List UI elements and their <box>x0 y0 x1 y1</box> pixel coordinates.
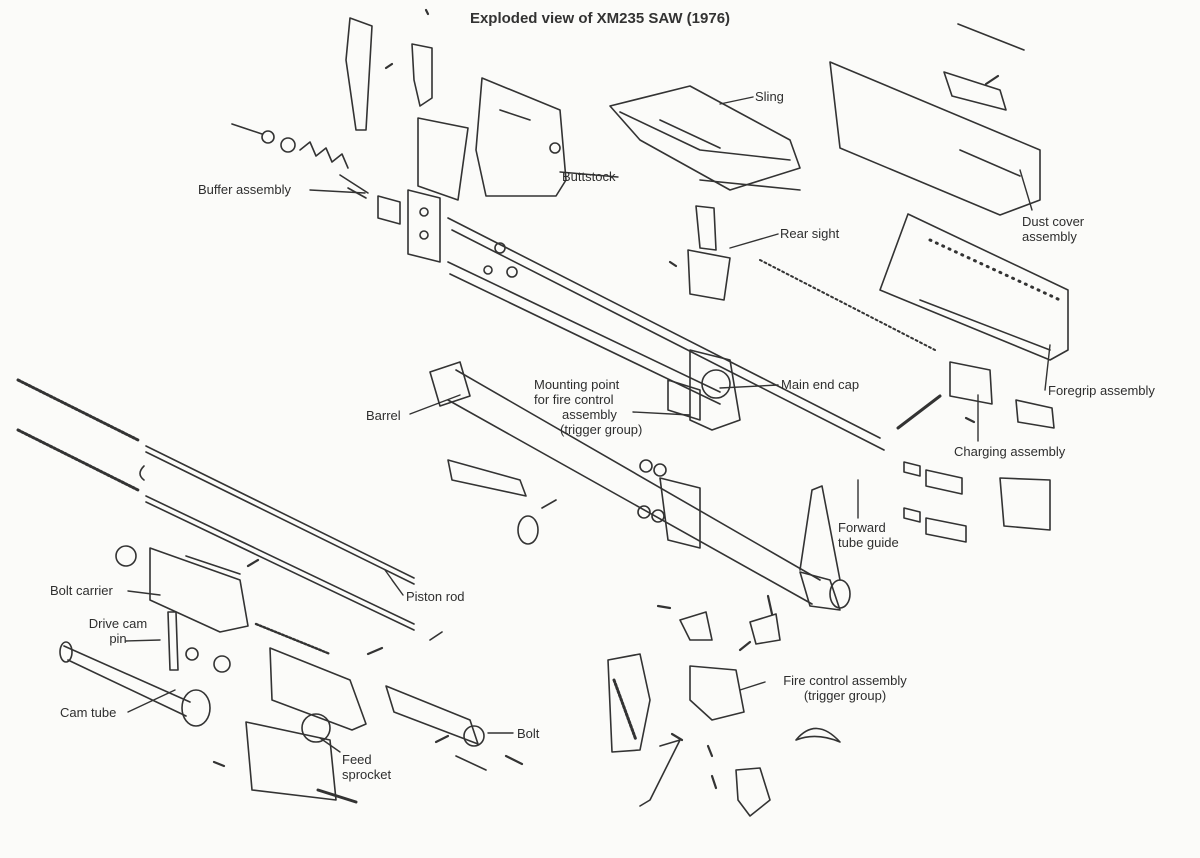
label-charging-assembly: Charging assembly <box>954 444 1066 459</box>
bolt-part <box>385 631 487 771</box>
label-cam-tube: Cam tube <box>60 705 117 720</box>
foregrip-part <box>879 213 1069 361</box>
label-drive-cam-pin: Drive cam pin <box>80 616 156 646</box>
springs-part <box>16 259 936 656</box>
buttstock-part <box>345 17 567 263</box>
label-rear-sight: Rear sight <box>780 226 840 241</box>
label-dust-cover-assembly: Dust cover assembly <box>1022 214 1084 244</box>
label-bolt: Bolt <box>517 726 540 741</box>
label-forward-line1: Forward <box>838 520 886 535</box>
rear-sight-part <box>687 205 731 301</box>
label-forward-tube-guide: Forward tube guide <box>838 520 899 550</box>
handle-part <box>447 459 557 545</box>
label-feed-line2: sprocket <box>342 767 392 782</box>
label-mounting-point: Mounting point for fire control assembly… <box>534 377 670 437</box>
charging-assembly-part <box>896 361 1055 531</box>
label-barrel: Barrel <box>366 408 401 423</box>
piston-rod-part <box>139 445 415 631</box>
small-parts <box>212 8 1000 790</box>
fire-control-part <box>607 611 841 817</box>
label-drive-cam-line1: Drive cam <box>88 616 148 631</box>
barrel-part <box>429 361 851 611</box>
main-end-cap-part <box>667 349 741 431</box>
label-mounting-line4: (trigger group) <box>560 422 643 437</box>
label-fire-control-line1: Fire control assembly <box>783 673 907 688</box>
label-fire-control-line2: (trigger group) <box>803 688 887 703</box>
label-dust-cover-line2: assembly <box>1022 229 1077 244</box>
dust-cover-part <box>829 23 1041 216</box>
label-sling: Sling <box>755 89 784 104</box>
diagram-title: Exploded view of XM235 SAW (1976) <box>469 10 731 27</box>
label-mounting-line3: assembly <box>562 407 617 422</box>
label-forward-line2: tube guide <box>838 535 899 550</box>
sling-part <box>609 85 801 191</box>
label-buttstock: Buttstock <box>562 169 616 184</box>
label-mounting-line2: for fire control <box>534 392 614 407</box>
cam-tube-part <box>59 611 231 727</box>
bolt-carrier-part <box>115 545 249 633</box>
buffer-assembly-part <box>231 123 401 225</box>
receiver-tubes-part <box>447 217 885 451</box>
label-drive-cam-line2: pin <box>109 631 127 646</box>
label-dust-cover-line1: Dust cover <box>1022 214 1085 229</box>
feed-cover-part <box>245 647 367 804</box>
label-feed-sprocket: Feed sprocket <box>342 752 391 782</box>
label-buffer-assembly: Buffer assembly <box>198 182 291 197</box>
label-main-end-cap: Main end cap <box>781 377 860 392</box>
label-foregrip-assembly: Foregrip assembly <box>1048 383 1155 398</box>
label-bolt-carrier: Bolt carrier <box>50 583 113 598</box>
label-feed-line1: Feed <box>342 752 372 767</box>
label-fire-control-assembly: Fire control assembly (trigger group) <box>767 673 923 703</box>
label-mounting-line1: Mounting point <box>534 377 620 392</box>
gas-parts <box>903 461 967 543</box>
label-piston-rod: Piston rod <box>406 589 465 604</box>
